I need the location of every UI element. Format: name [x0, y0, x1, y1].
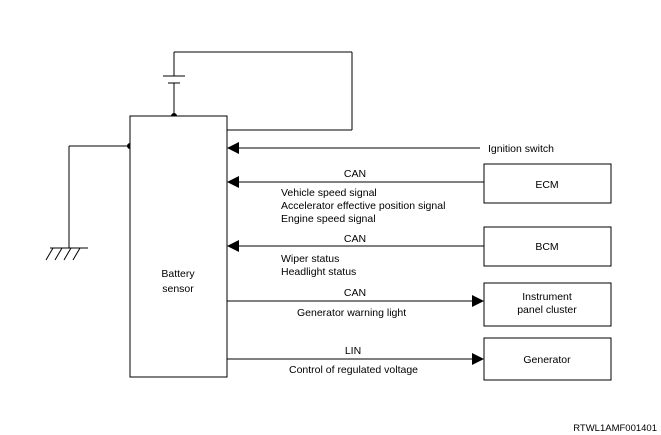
- bcm-signal-item: Headlight status: [281, 266, 356, 278]
- cluster-module-box: [483, 282, 612, 327]
- ground-symbol: [45, 145, 130, 261]
- cluster-signal: CAN Generator warning light: [227, 287, 484, 319]
- arrowhead-right-icon: [472, 295, 484, 307]
- figure-code: RTWL1AMF001401: [573, 423, 657, 434]
- arrowhead-right-icon: [472, 353, 484, 365]
- ignition-switch-label: Ignition switch: [488, 143, 554, 155]
- bcm-signal-item: Wiper status: [281, 253, 339, 265]
- cluster-module-label-line2: panel cluster: [517, 304, 577, 316]
- ecm-signal: CAN Vehicle speed signal Accelerator eff…: [227, 168, 484, 225]
- arrowhead-left-icon: [227, 240, 239, 252]
- generator-module-label: Generator: [523, 354, 571, 366]
- generator-signal-item: Control of regulated voltage: [289, 364, 418, 376]
- bcm-bus-label: CAN: [344, 233, 366, 245]
- bcm-signal: CAN Wiper status Headlight status: [227, 233, 484, 278]
- cluster-signal-item: Generator warning light: [297, 307, 406, 319]
- ecm-signal-item: Vehicle speed signal: [281, 187, 377, 199]
- bcm-module-box: [483, 226, 612, 267]
- generator-signal: LIN Control of regulated voltage: [227, 345, 484, 376]
- ecm-bus-label: CAN: [344, 168, 366, 180]
- battery-sensor-box: [129, 115, 228, 378]
- generator-bus-label: LIN: [345, 345, 361, 357]
- ecm-signal-item: Accelerator effective position signal: [281, 200, 445, 212]
- battery-loop-wire: [174, 51, 353, 131]
- arrowhead-left-icon: [227, 176, 239, 188]
- cluster-module-label-line1: Instrument: [522, 291, 572, 303]
- bcm-module-label: BCM: [535, 241, 558, 253]
- battery-sensor-label-line1: Battery: [161, 268, 195, 280]
- cluster-bus-label: CAN: [344, 287, 366, 299]
- ecm-signal-item: Engine speed signal: [281, 213, 376, 225]
- battery-symbol: [163, 52, 185, 116]
- ecm-module-box: [483, 163, 612, 204]
- ecm-module-label: ECM: [535, 179, 558, 191]
- ignition-switch-signal: Ignition switch: [227, 142, 554, 155]
- arrowhead-left-icon: [227, 142, 239, 154]
- battery-sensor-label-line2: sensor: [162, 283, 194, 295]
- generator-module-box: [483, 337, 612, 381]
